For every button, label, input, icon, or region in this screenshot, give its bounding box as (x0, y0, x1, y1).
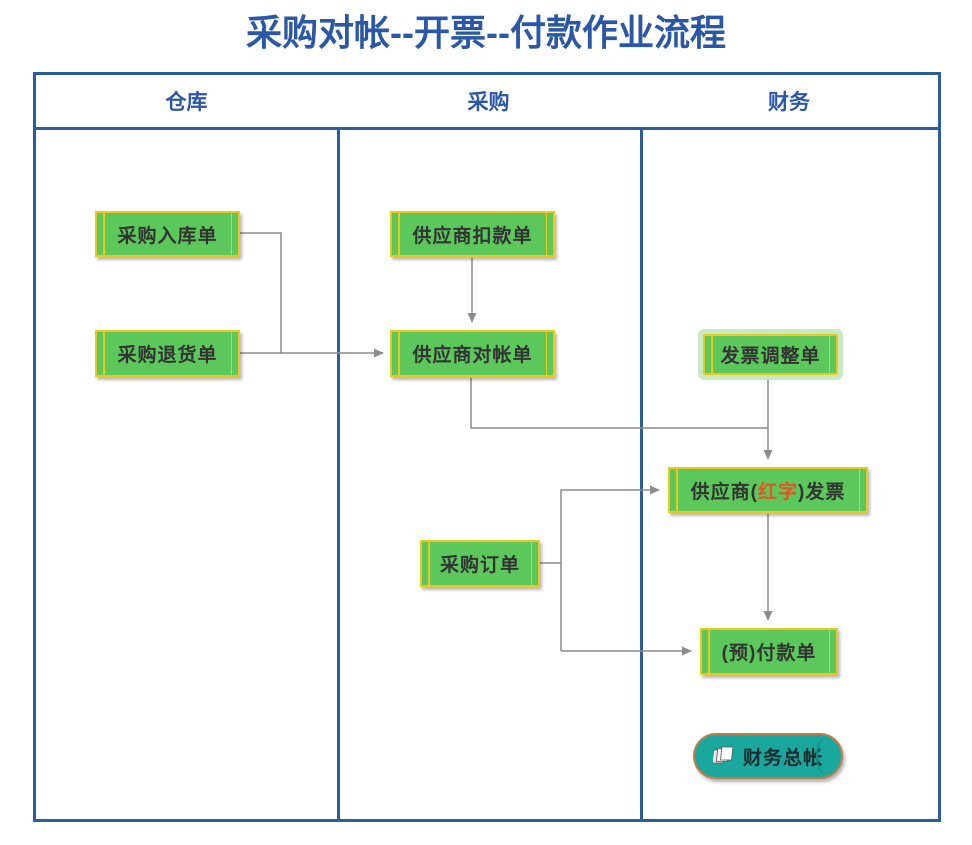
node-supplier-statement-label: 供应商对帐单 (412, 345, 533, 366)
node-supplier-red-invoice-prefix: 供应商( (690, 481, 758, 503)
ledger-cylinder-line (816, 738, 834, 774)
node-purchase-receipt-label: 采购入库单 (117, 225, 218, 247)
lane-header-row: 仓库 采购 财务 (36, 75, 938, 130)
node-supplier-red-invoice-suffix: )发票 (798, 481, 846, 503)
node-purchase-order[interactable]: 采购订单 (420, 540, 540, 587)
node-supplier-statement[interactable]: 供应商对帐单 (390, 330, 555, 377)
ledger-pages-icon (712, 746, 734, 764)
swimlane-frame: 仓库 采购 财务 (33, 72, 941, 822)
node-supplier-deduction[interactable]: 供应商扣款单 (390, 211, 555, 257)
node-purchase-return[interactable]: 采购退货单 (95, 330, 240, 377)
lane-divider-2 (640, 130, 643, 819)
node-prepayment[interactable]: (预)付款单 (700, 628, 838, 675)
page-title: 采购对帐--开票--付款作业流程 (246, 12, 726, 53)
node-supplier-deduction-label: 供应商扣款单 (412, 225, 533, 247)
lane-header-warehouse: 仓库 (165, 91, 208, 114)
node-purchase-receipt[interactable]: 采购入库单 (95, 211, 240, 257)
lane-header-finance: 财务 (768, 91, 810, 114)
node-supplier-red-invoice[interactable]: 供应商(红字)发票 (668, 467, 868, 513)
node-purchase-return-label: 采购退货单 (117, 345, 218, 366)
lane-header-purchasing: 采购 (467, 91, 510, 114)
node-prepayment-label: (预)付款单 (721, 643, 817, 664)
general-ledger-button[interactable]: 财务总帐 (693, 733, 843, 779)
node-invoice-adjustment[interactable]: 发票调整单 (703, 334, 838, 375)
lane-divider-1 (337, 130, 340, 819)
general-ledger-label: 财务总帐 (742, 747, 823, 769)
node-purchase-order-label: 采购订单 (439, 555, 520, 576)
node-supplier-red-invoice-highlight: 红字 (757, 481, 798, 503)
node-invoice-adjustment-label: 发票调整单 (720, 346, 821, 367)
